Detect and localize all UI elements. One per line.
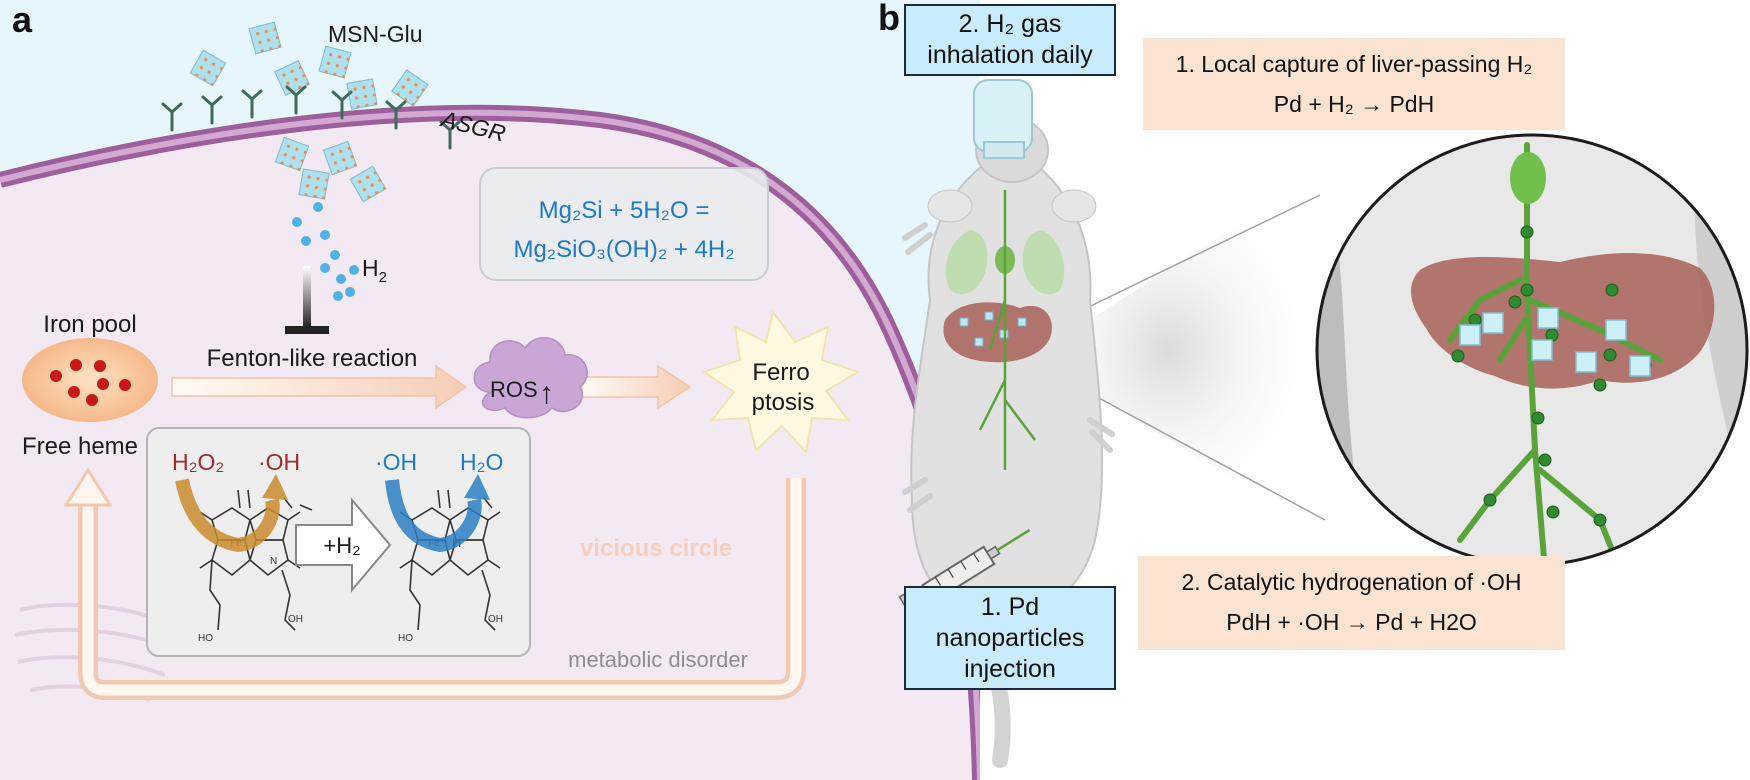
oh-label-left: OH [288, 614, 303, 625]
h2-inhalation-box: 2. H₂ gas inhalation daily [904, 4, 1116, 76]
pd-nanoparticles-large [1459, 307, 1651, 377]
inhalation-bottle [973, 79, 1033, 159]
catalytic-line-2: PdH + ·OH → Pd + H2O [1226, 609, 1477, 635]
pd-injection-line-1: 1. Pd [980, 593, 1040, 621]
panel-a: a MSN-Glu ASGR [0, 0, 980, 780]
free-heme-label: Free heme [22, 433, 138, 460]
liver-small [943, 302, 1052, 363]
panel-a-letter: a [12, 0, 33, 40]
h2o-label: H₂O [460, 449, 503, 475]
mouse-ear-right [1051, 189, 1097, 223]
ferroptosis-line-1: Ferro [752, 359, 809, 386]
n-label-left: N [270, 556, 277, 567]
pd-injection-line-3: injection [964, 655, 1056, 683]
catalytic-line-1: 2. Catalytic hydrogenation of ·OH [1181, 569, 1522, 595]
mouse-foot-left [902, 477, 933, 513]
right-arrowhead [464, 474, 490, 500]
inhibition-line [303, 266, 311, 328]
arrow-to-ros [171, 364, 468, 410]
zoom-shade [1008, 165, 1330, 535]
local-capture-box: 1. Local capture of liver-passing H₂ Pd … [1143, 38, 1565, 130]
fenton-label: Fenton-like reaction [207, 345, 418, 372]
left-arrowhead [262, 474, 288, 500]
mouse-paw-right [1087, 417, 1115, 453]
ferroptosis-burst [701, 309, 861, 455]
reaction-equation-box [479, 167, 769, 281]
panel-b: b [878, 0, 1749, 768]
vicious-circle-label: vicious circle [580, 535, 732, 562]
ros-cloud [473, 337, 588, 419]
h2-bubbles [292, 202, 359, 301]
equation-line-2: Mg₂SiO₃(OH)₂ + 4H₂ [513, 236, 734, 263]
arrow-to-ferroptosis [581, 364, 692, 410]
heart-large [1510, 152, 1546, 204]
iron-pool-label: Iron pool [43, 311, 136, 338]
h2-inhalation-line-2: inhalation daily [927, 41, 1093, 69]
pathway-arrows [171, 364, 692, 410]
plus-h2-label: +H₂ [323, 533, 360, 558]
pd-particles-green [1451, 225, 1652, 527]
ho-label-left: HO [198, 633, 213, 644]
oh-blue-label: ·OH [375, 449, 417, 475]
left-reaction-arrow [175, 478, 280, 553]
lung-right [1022, 230, 1065, 295]
local-capture-line-1: 1. Local capture of liver-passing H₂ [1175, 51, 1533, 77]
msn-glu-label: MSN-Glu [328, 21, 423, 47]
vessel-small [978, 190, 1036, 470]
msn-glu-particles [189, 21, 429, 203]
mouse-ear-left [927, 189, 973, 223]
oh-red-label: ·OH [258, 449, 300, 475]
right-reaction-arrow [385, 479, 482, 553]
local-capture-line-2: Pd + H₂ → PdH [1273, 91, 1435, 117]
metabolic-disorder-label: metabolic disorder [568, 647, 748, 672]
ferroptosis-line-2: ptosis [752, 389, 815, 416]
pd-injection-line-2: nanoparticles [935, 624, 1085, 652]
asgr-receptors [161, 85, 461, 150]
oh-label-right: OH [488, 614, 503, 625]
h2o2-label: H₂O₂ [172, 449, 224, 475]
iron-pool-ellipse [22, 338, 158, 422]
h2-inhalation-line-1: 2. H₂ gas [958, 10, 1062, 38]
ho-label-right: HO [398, 633, 413, 644]
vicious-circle-arrowhead [63, 467, 113, 507]
plus-h2-arrow [295, 497, 392, 593]
vicious-circle-loop-inner [82, 478, 802, 696]
ros-label: ROS [490, 377, 538, 402]
catalytic-hydrogenation-box: 2. Catalytic hydrogenation of ·OH PdH + … [1138, 556, 1565, 650]
ros-up-arrow: ↑ [539, 377, 554, 410]
mouse-paw-left [902, 222, 933, 255]
liver-zoom-circle [1315, 133, 1749, 567]
equation-line-1: Mg₂Si + 5H₂O = [539, 197, 710, 224]
iron-dots [50, 359, 131, 406]
liver-large [1411, 252, 1715, 389]
lung-left [945, 230, 988, 295]
panel-b-letter: b [878, 0, 900, 38]
inhibition-bar [285, 326, 329, 334]
pd-injection-box: 1. Pd nanoparticles injection [904, 586, 1116, 690]
h2-label: H2 [362, 255, 387, 286]
